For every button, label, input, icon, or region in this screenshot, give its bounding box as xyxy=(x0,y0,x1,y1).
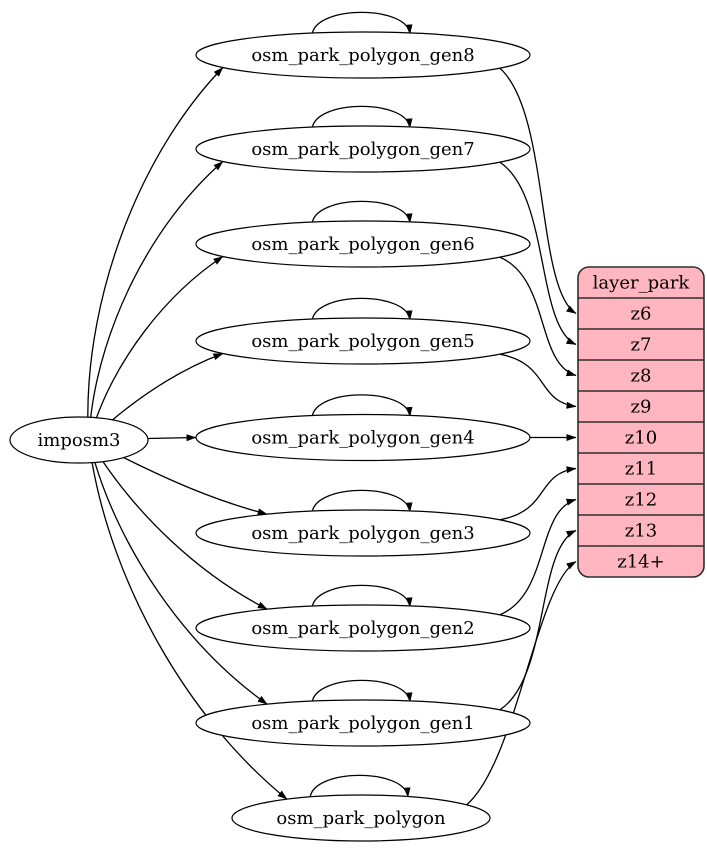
node-label-3: osm_park_polygon_gen5 xyxy=(251,331,474,352)
selfloop-osm_park_polygon xyxy=(309,774,411,799)
node-osm_park_polygon_gen8 xyxy=(195,31,531,79)
edge-imposm3-to-osm_park_polygon_gen5 xyxy=(112,352,224,421)
edge-imposm3-to-osm_park_polygon_gen4 xyxy=(147,434,197,442)
edge-osm_park_polygon_gen2-to-z12 xyxy=(499,498,577,616)
node-label-7: osm_park_polygon_gen1 xyxy=(251,713,474,734)
node-label-8: osm_park_polygon xyxy=(276,808,446,829)
edge-imposm3-to-osm_park_polygon_gen6 xyxy=(95,255,224,418)
edge-imposm3-to-osm_park_polygon_gen1 xyxy=(94,462,268,705)
node-label-2: osm_park_polygon_gen6 xyxy=(251,234,474,255)
edge-osm_park_polygon_gen6-to-z8 xyxy=(499,256,577,377)
node-osm_park_polygon_gen2 xyxy=(195,604,531,652)
node-osm_park_polygon_gen7 xyxy=(195,125,531,173)
node-label-6: osm_park_polygon_gen2 xyxy=(251,618,474,639)
selfloop-osm_park_polygon_gen1 xyxy=(311,679,413,704)
node-osm_park_polygon_gen5 xyxy=(195,317,531,365)
selfloop-osm_park_polygon_gen4 xyxy=(311,394,413,418)
node-imposm3 xyxy=(9,416,149,464)
selfloop-osm_park_polygon_gen2 xyxy=(311,584,413,609)
selfloop-osm_park_polygon_gen8 xyxy=(311,11,413,36)
node-label-0: osm_park_polygon_gen8 xyxy=(251,45,474,66)
table-row-zoom-5: z11 xyxy=(625,459,657,480)
edge-imposm3-to-osm_park_polygon xyxy=(91,462,288,800)
edge-osm_park_polygon_gen7-to-z7 xyxy=(499,161,577,346)
table-row-zoom-4: z10 xyxy=(625,428,657,449)
table-row-zoom-3: z9 xyxy=(631,397,652,418)
edge-imposm3-to-osm_park_polygon_gen3 xyxy=(123,457,268,516)
node-osm_park_polygon xyxy=(231,794,491,842)
table-row-zoom-7: z13 xyxy=(625,521,657,542)
edge-osm_park_polygon-to-z14+ xyxy=(466,560,577,806)
table-title: layer_park xyxy=(593,273,691,294)
nodes-layer: imposm3 osm_park_polygon_gen8 osm_park_pol… xyxy=(9,31,531,842)
node-osm_park_polygon_gen4 xyxy=(195,413,531,462)
selfloop-osm_park_polygon_gen5 xyxy=(311,297,413,322)
node-osm_park_polygon_gen1 xyxy=(195,699,531,747)
edge-osm_park_polygon_gen5-to-z9 xyxy=(499,353,577,409)
node-label-1: osm_park_polygon_gen7 xyxy=(251,139,474,160)
edge-osm_park_polygon_gen1-to-z13 xyxy=(499,529,577,711)
edge-osm_park_polygon_gen3-to-z11 xyxy=(499,466,577,521)
edge-imposm3-to-osm_park_polygon_gen8 xyxy=(87,67,224,418)
node-osm_park_polygon_gen3 xyxy=(195,509,531,557)
node-label-5: osm_park_polygon_gen3 xyxy=(251,523,474,544)
selfloop-osm_park_polygon_gen7 xyxy=(311,105,413,130)
table-row-zoom-2: z8 xyxy=(631,366,652,387)
selfloop-osm_park_polygon_gen6 xyxy=(311,200,413,225)
edge-imposm3-to-osm_park_polygon_gen2 xyxy=(102,461,268,610)
table-row-zoom-6: z12 xyxy=(625,490,657,511)
edges-layer xyxy=(87,11,577,806)
selfloop-osm_park_polygon_gen3 xyxy=(311,489,413,514)
node-osm_park_polygon_gen6 xyxy=(195,220,531,268)
table-row-zoom-0: z6 xyxy=(631,304,652,325)
edge-osm_park_polygon_gen8-to-z6 xyxy=(499,67,577,315)
table-row-zoom-1: z7 xyxy=(631,335,652,356)
node-label-4: osm_park_polygon_gen4 xyxy=(251,428,474,449)
edge-imposm3-to-osm_park_polygon_gen7 xyxy=(90,161,224,418)
node-imposm3-label: imposm3 xyxy=(38,430,121,451)
record-table-layer: layer_park z6 z7 z8 z9 z10 z11 z12 z13 z14+ xyxy=(577,266,705,578)
table-row-zoom-8: z14+ xyxy=(617,552,664,573)
